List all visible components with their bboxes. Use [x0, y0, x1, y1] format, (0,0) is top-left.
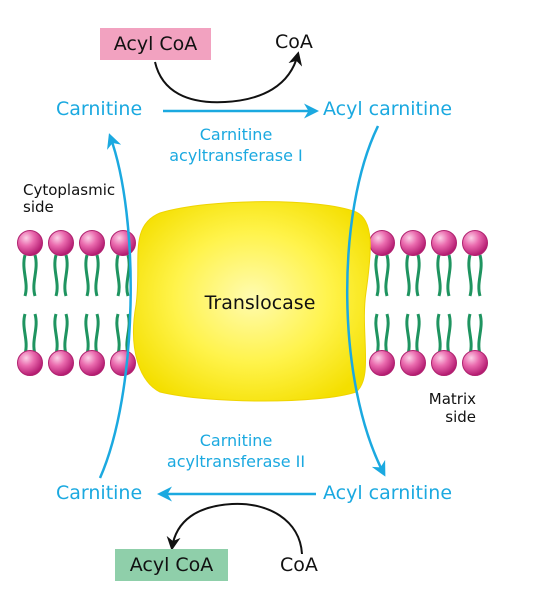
acyl-carnitine-top-label: Acyl carnitine	[323, 98, 453, 120]
matrix-line1: Matrix	[428, 390, 476, 408]
enzyme-cat2-line2: acyltransferase II	[166, 452, 306, 471]
matrix-side-label: Matrix side	[400, 390, 476, 426]
cytoplasmic-side-label: Cytoplasmic side	[23, 182, 115, 216]
coa-bottom-label: CoA	[280, 554, 318, 576]
enzyme-cat1-label: Carnitine acyltransferase I	[150, 124, 322, 166]
carnitine-top-label: Carnitine	[56, 98, 143, 120]
coa-top-label: CoA	[275, 31, 313, 53]
cytoplasmic-line1: Cytoplasmic	[23, 181, 116, 199]
top-coa-curved-arrow	[154, 51, 303, 104]
acyl-coa-box-top: Acyl CoA	[100, 28, 211, 60]
enzyme-cat1-line2: acyltransferase I	[169, 146, 303, 165]
lipid-heads-right	[369, 230, 488, 376]
enzyme-cat2-line1: Carnitine	[199, 431, 273, 450]
acyl-coa-box-bottom: Acyl CoA	[115, 549, 228, 581]
enzyme-cat2-label: Carnitine acyltransferase II	[150, 430, 322, 472]
bottom-coa-curved-arrow	[166, 502, 303, 555]
lipid-tails-left	[22, 254, 131, 355]
translocase-label: Translocase	[204, 292, 316, 314]
left-translocation-arrow	[98, 133, 132, 479]
acyl-carnitine-bottom-label: Acyl carnitine	[323, 482, 453, 504]
matrix-line2: side	[445, 408, 476, 426]
membrane-left	[17, 230, 136, 376]
membrane-right	[369, 230, 488, 376]
cytoplasmic-line2: side	[23, 198, 54, 216]
enzyme-cat1-line1: Carnitine	[199, 125, 273, 144]
acyl-coa-bottom-label: Acyl CoA	[129, 554, 214, 576]
carnitine-bottom-label: Carnitine	[56, 482, 143, 504]
right-translocation-arrow	[346, 125, 386, 477]
lipid-heads-left	[17, 230, 136, 376]
acyl-coa-top-label: Acyl CoA	[113, 33, 198, 55]
lipid-tails-right	[374, 254, 483, 355]
